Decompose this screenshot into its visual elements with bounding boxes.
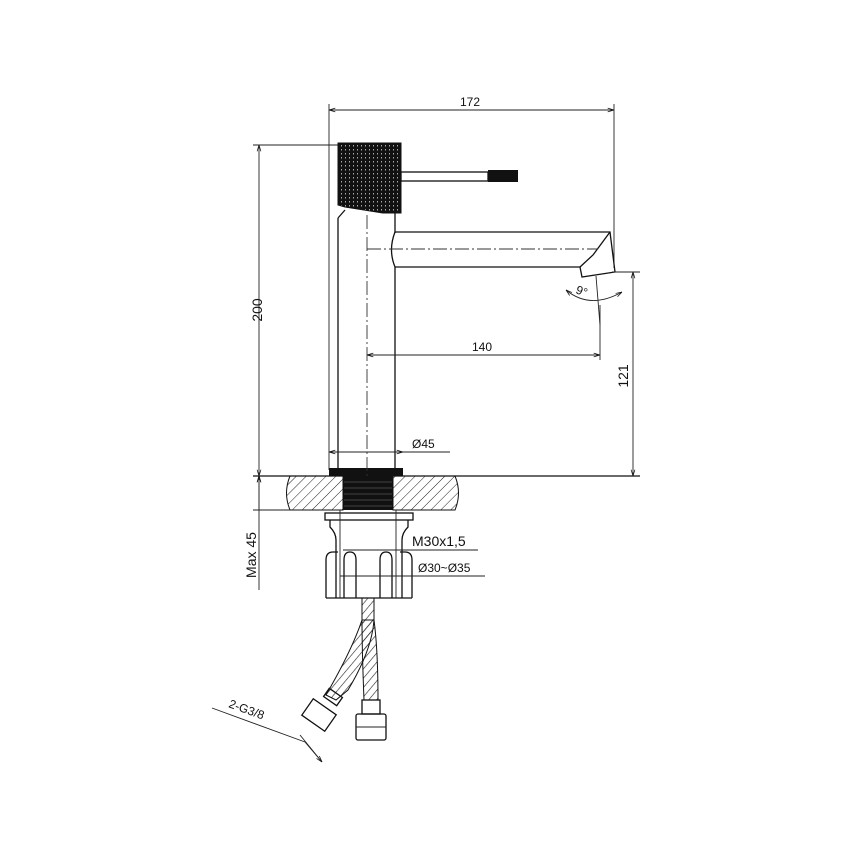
dim-thread: M30x1,5 xyxy=(343,533,478,551)
hose-fitting-left xyxy=(300,687,344,733)
max45-label: Max 45 xyxy=(243,532,259,578)
spout xyxy=(390,231,616,278)
connection-label: 2-G3/8 xyxy=(227,697,267,723)
counter-section xyxy=(253,475,459,511)
dim-spout-height: 121 xyxy=(612,271,640,476)
dim-140-label: 140 xyxy=(472,340,492,354)
faucet-body xyxy=(329,209,403,476)
dim-121-label: 121 xyxy=(615,364,631,388)
supply-hoses xyxy=(300,597,387,741)
dim-max-counter: Max 45 xyxy=(243,476,259,590)
threaded-shank xyxy=(343,476,393,510)
thread-label: M30x1,5 xyxy=(412,533,466,549)
dim-spout-reach: 140 xyxy=(367,305,601,360)
mounting-nut xyxy=(324,510,414,599)
hole-label: Ø30~Ø35 xyxy=(418,561,471,575)
dim-spout-angle: 9° xyxy=(566,275,622,326)
dim-total-height: 200 xyxy=(249,144,345,476)
lever-tip xyxy=(488,170,518,182)
dim-172-label: 172 xyxy=(460,95,480,109)
dim-hole-diameter: Ø30~Ø35 xyxy=(340,561,485,577)
dim-45-label: Ø45 xyxy=(412,437,435,451)
handle xyxy=(337,142,518,214)
dim-connection: 2-G3/8 xyxy=(211,697,322,762)
dim-200-label: 200 xyxy=(249,298,265,322)
dim-base-diameter: Ø45 xyxy=(329,437,450,452)
dim-total-width: 172 xyxy=(328,95,615,470)
hose-fitting-right xyxy=(355,699,387,741)
angle-label: 9° xyxy=(574,283,590,300)
